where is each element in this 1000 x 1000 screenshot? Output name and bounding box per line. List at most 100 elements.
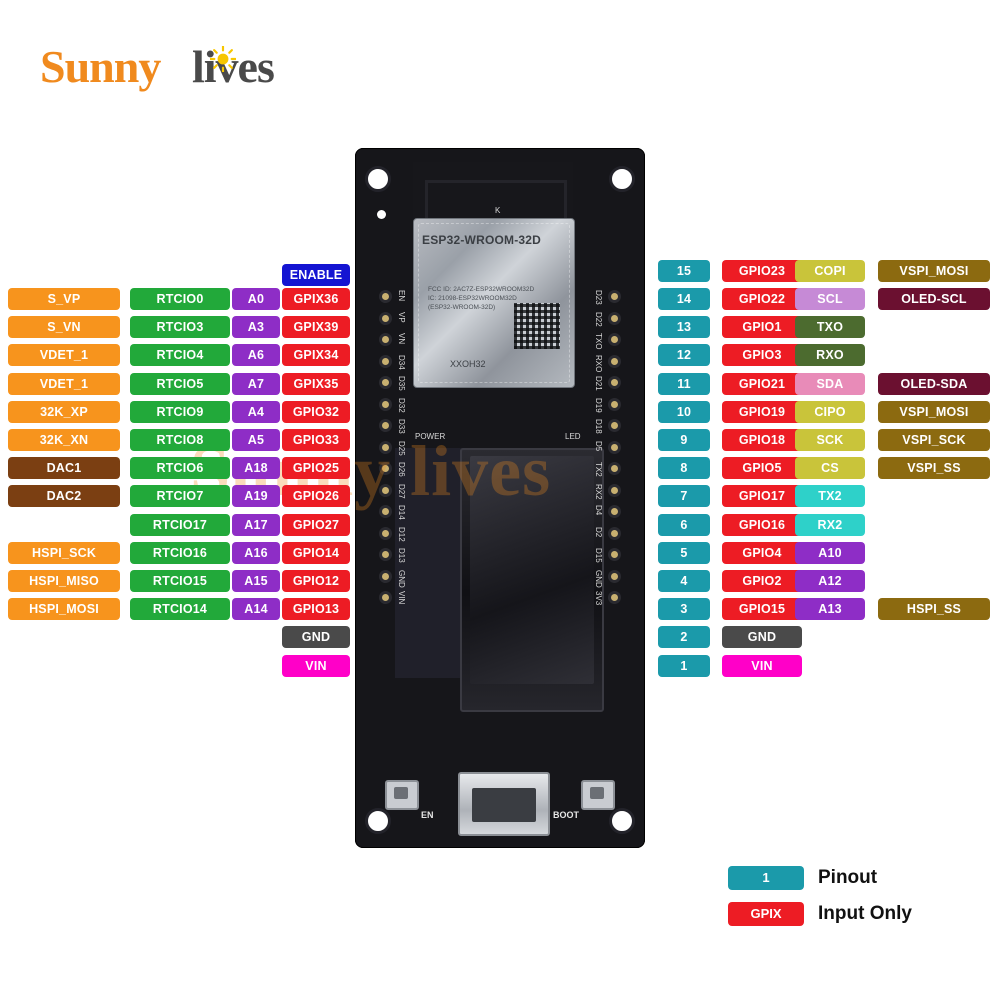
silkscreen-label: 3V3	[594, 591, 603, 606]
pin-label-right-gpio-12: GPIO15	[722, 598, 802, 621]
pin-label-left-gpio-11: GPIO13	[282, 598, 350, 621]
silkscreen-label: VIN	[397, 591, 406, 605]
silkscreen-label: RX2	[594, 483, 603, 500]
pin-label-left-alt-4: 32K_XP	[8, 400, 120, 423]
pin-number-right-1: 14	[658, 288, 710, 310]
pin-label-right-func-6: SCK	[795, 429, 865, 451]
silkscreen-label: D2	[594, 526, 603, 537]
silkscreen-label: TXO	[594, 333, 603, 350]
silkscreen-label: D5	[594, 440, 603, 451]
pin-label-left-rtc-7: RTCIO7	[130, 485, 230, 508]
silkscreen-label: D4	[594, 505, 603, 516]
pin-label-left-alt-2: VDET_1	[8, 344, 120, 367]
pin-label-left-gpio-7: GPIO26	[282, 485, 350, 508]
esp32-board-photo: K ESP32-WROOM-32D FCC ID: 2AC7Z-ESP32WRO…	[355, 148, 645, 848]
pin-label-left-alt-1: S_VN	[8, 316, 120, 339]
pin-label-right-gpio-3: GPIO3	[722, 344, 802, 367]
pin-number-right-13: 2	[658, 626, 710, 649]
pin-label-left-alt-10: HSPI_MISO	[8, 570, 120, 592]
boot-button[interactable]	[581, 780, 615, 810]
led-label: LED	[565, 432, 581, 441]
pin-label-left-rtc-2: RTCIO4	[130, 344, 230, 367]
pin-label-left-gpio-5: GPIO33	[282, 429, 350, 451]
header-pad	[608, 569, 621, 583]
header-pad	[379, 462, 392, 475]
header-pad	[608, 548, 621, 561]
pin-label-left-adc-4: A4	[232, 400, 280, 423]
pin-label-left-adc-3: A7	[232, 372, 280, 395]
header-pad	[608, 483, 621, 497]
pin-label-left-alt-3: VDET_1	[8, 372, 120, 395]
en-button[interactable]	[385, 780, 419, 810]
board-top-mark: K	[495, 206, 501, 215]
header-pad	[608, 505, 621, 518]
pin-label-left-gpio-3: GPIX35	[282, 372, 350, 395]
legend-text-1: Input Only	[818, 903, 912, 924]
esp32-module-shield: ESP32-WROOM-32D FCC ID: 2AC7Z-ESP32WROOM…	[413, 218, 575, 388]
silkscreen-label: D22	[594, 311, 603, 327]
pin-label-left-alt-6: DAC1	[8, 457, 120, 480]
header-pad	[379, 569, 392, 583]
pin-label-right-bus-12: HSPI_SS	[878, 598, 990, 621]
boot-button-label: BOOT	[553, 810, 579, 820]
pin-number-right-8: 7	[658, 485, 710, 508]
pin-label-left-gpio-6: GPIO25	[282, 457, 350, 480]
logo-text-sunny: Sunny	[40, 41, 161, 92]
pin-label-right-func-9: RX2	[795, 513, 865, 536]
pin-label-left-adc-10: A15	[232, 570, 280, 592]
pin-number-right-10: 5	[658, 541, 710, 564]
pin-label-left-gpio-8: GPIO27	[282, 513, 350, 536]
pin-label-right-gpio-9: GPIO16	[722, 513, 802, 536]
logo-text-lives: lives	[192, 41, 275, 92]
pin-label-left-rtc-3: RTCIO5	[130, 372, 230, 395]
silkscreen-label: D34	[397, 354, 406, 370]
pin-label-left-alt-9: HSPI_SCK	[8, 541, 120, 564]
mount-hole	[609, 808, 635, 834]
pin-label-right-bus-5: VSPI_MOSI	[878, 400, 990, 423]
legend-text-0: Pinout	[818, 867, 878, 888]
pin-label-left-alt-11: HSPI_MOSI	[8, 598, 120, 621]
module-certification-text: FCC ID: 2AC7Z-ESP32WROOM32D IC: 21098-ES…	[428, 286, 535, 311]
silkscreen-label: D13	[397, 548, 406, 563]
pin-label-right-gpio-8: GPIO17	[722, 485, 802, 508]
pin-label-right-func-3: RXO	[795, 344, 865, 367]
header-pad	[608, 376, 621, 389]
pin-label-left-adc-11: A14	[232, 598, 280, 621]
module-code: XXOH32	[450, 359, 486, 369]
pin-label-right-gpio-10: GPIO4	[722, 541, 802, 564]
header-pad	[379, 333, 392, 346]
pin-label-right-func-5: CIPO	[795, 400, 865, 423]
pin-label-left-gpio-9: GPIO14	[282, 541, 350, 564]
pin-label-right-gpio-0: GPIO23	[722, 259, 802, 282]
pin-label-left-rtc-4: RTCIO9	[130, 400, 230, 423]
pin-label-right-bus-0: VSPI_MOSI	[878, 259, 990, 282]
pin-label-right-gpio-13: GND	[722, 626, 802, 649]
pin-label-right-func-1: SCL	[795, 288, 865, 310]
header-pad	[379, 354, 392, 368]
pin-label-right-func-2: TXO	[795, 316, 865, 339]
pin-label-right-gpio-2: GPIO1	[722, 316, 802, 339]
silkscreen-label: D19	[594, 397, 603, 413]
silkscreen-label: D25	[397, 440, 406, 456]
silkscreen-label: TX2	[594, 462, 603, 477]
pin-label-right-gpio-5: GPIO19	[722, 400, 802, 423]
pin-label-left-alt-0: S_VP	[8, 288, 120, 310]
silkscreen-label: D14	[397, 505, 406, 520]
legend-chip-0: 1	[728, 866, 804, 890]
pin-label-right-gpio-11: GPIO2	[722, 570, 802, 592]
pin-number-right-2: 13	[658, 316, 710, 339]
pin-label-enable: ENABLE	[282, 264, 350, 286]
pin-label-left-adc-6: A18	[232, 457, 280, 480]
pin-label-right-bus-4: OLED-SDA	[878, 372, 990, 395]
power-led-label: POWER	[415, 432, 446, 441]
mount-hole	[365, 166, 391, 192]
header-pad	[379, 483, 392, 497]
header-pad	[608, 419, 621, 432]
via-hole	[377, 210, 386, 219]
silkscreen-label: GND	[397, 569, 406, 588]
pin-label-left-adc-7: A19	[232, 485, 280, 508]
pin-label-left-gpio-10: GPIO12	[282, 570, 350, 592]
pin-label-left-adc-0: A0	[232, 288, 280, 310]
header-pad	[379, 505, 392, 518]
